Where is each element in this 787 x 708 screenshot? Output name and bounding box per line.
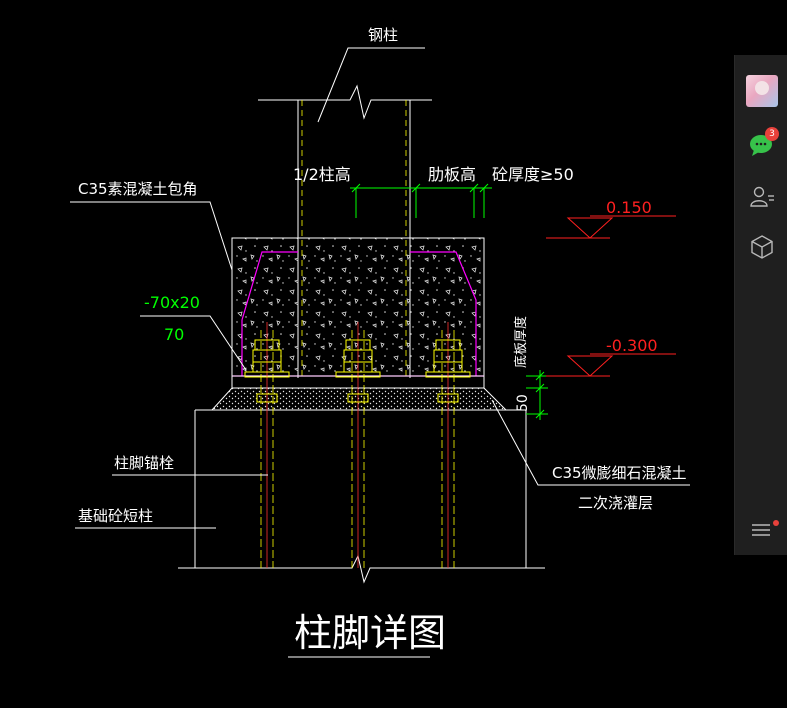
c35-encasement-leader [70, 201, 233, 271]
label-grout-layer: 二次浇灌层 [578, 494, 653, 512]
foundation-column-outline [195, 409, 527, 568]
anchor-bolt-left [244, 322, 290, 568]
avatar-button[interactable] [735, 71, 787, 111]
foundation-break-line [178, 554, 545, 584]
menu-notification-dot [773, 520, 779, 526]
right-sidebar: 3 [734, 55, 787, 555]
menu-button[interactable] [735, 510, 787, 550]
detail-title: 柱脚详图 [294, 611, 446, 655]
label-grout-material: C35微膨细石混凝土 [552, 464, 687, 482]
chat-button[interactable]: 3 [735, 125, 787, 165]
menu-icon [751, 524, 770, 536]
dimension-half-column-height [350, 183, 422, 218]
label-anchor-bolt: 柱脚锚栓 [114, 454, 174, 472]
label-grout-thickness: 50 [515, 394, 531, 412]
label-half-column-height: 1/2柱高 [293, 165, 351, 184]
label-plate-dim-top: -70x20 [144, 293, 200, 312]
anchor-bolt-middle [335, 322, 381, 568]
cube-icon [750, 235, 773, 259]
contacts-button[interactable] [735, 177, 787, 217]
steel-column-leader [317, 47, 425, 123]
dimension-concrete-thickness [420, 183, 492, 218]
label-base-plate-thickness: 底板厚度 [513, 316, 529, 368]
elevation-marker-top [546, 215, 676, 239]
grout-leader [491, 399, 690, 486]
label-c35-encasement: C35素混凝土包角 [78, 180, 198, 198]
chat-unread-badge: 3 [765, 127, 779, 141]
label-concrete-thickness: 砼厚度≥50 [492, 165, 574, 184]
encasement-outline-right [410, 251, 477, 376]
contacts-icon [749, 186, 774, 207]
elevation-bottom-value: -0.300 [606, 336, 658, 355]
encasement-outline-left [241, 251, 298, 376]
column-break-line [258, 84, 432, 120]
anchor-bolt-right [425, 322, 471, 568]
elevation-marker-bottom [546, 353, 676, 377]
plate-dim-leader [140, 315, 247, 371]
elevation-top-value: 0.150 [606, 198, 652, 217]
chat-icon [749, 135, 772, 156]
cube-button[interactable] [735, 227, 787, 267]
grout-layer [210, 387, 508, 411]
avatar-icon [745, 75, 778, 107]
dimension-base-vertical [526, 370, 548, 420]
label-rib-height: 肋板高 [428, 165, 476, 184]
label-foundation-short-column: 基础砼短柱 [78, 507, 153, 525]
label-steel-column: 钢柱 [368, 26, 398, 44]
label-plate-dim-bottom: 70 [164, 325, 184, 344]
